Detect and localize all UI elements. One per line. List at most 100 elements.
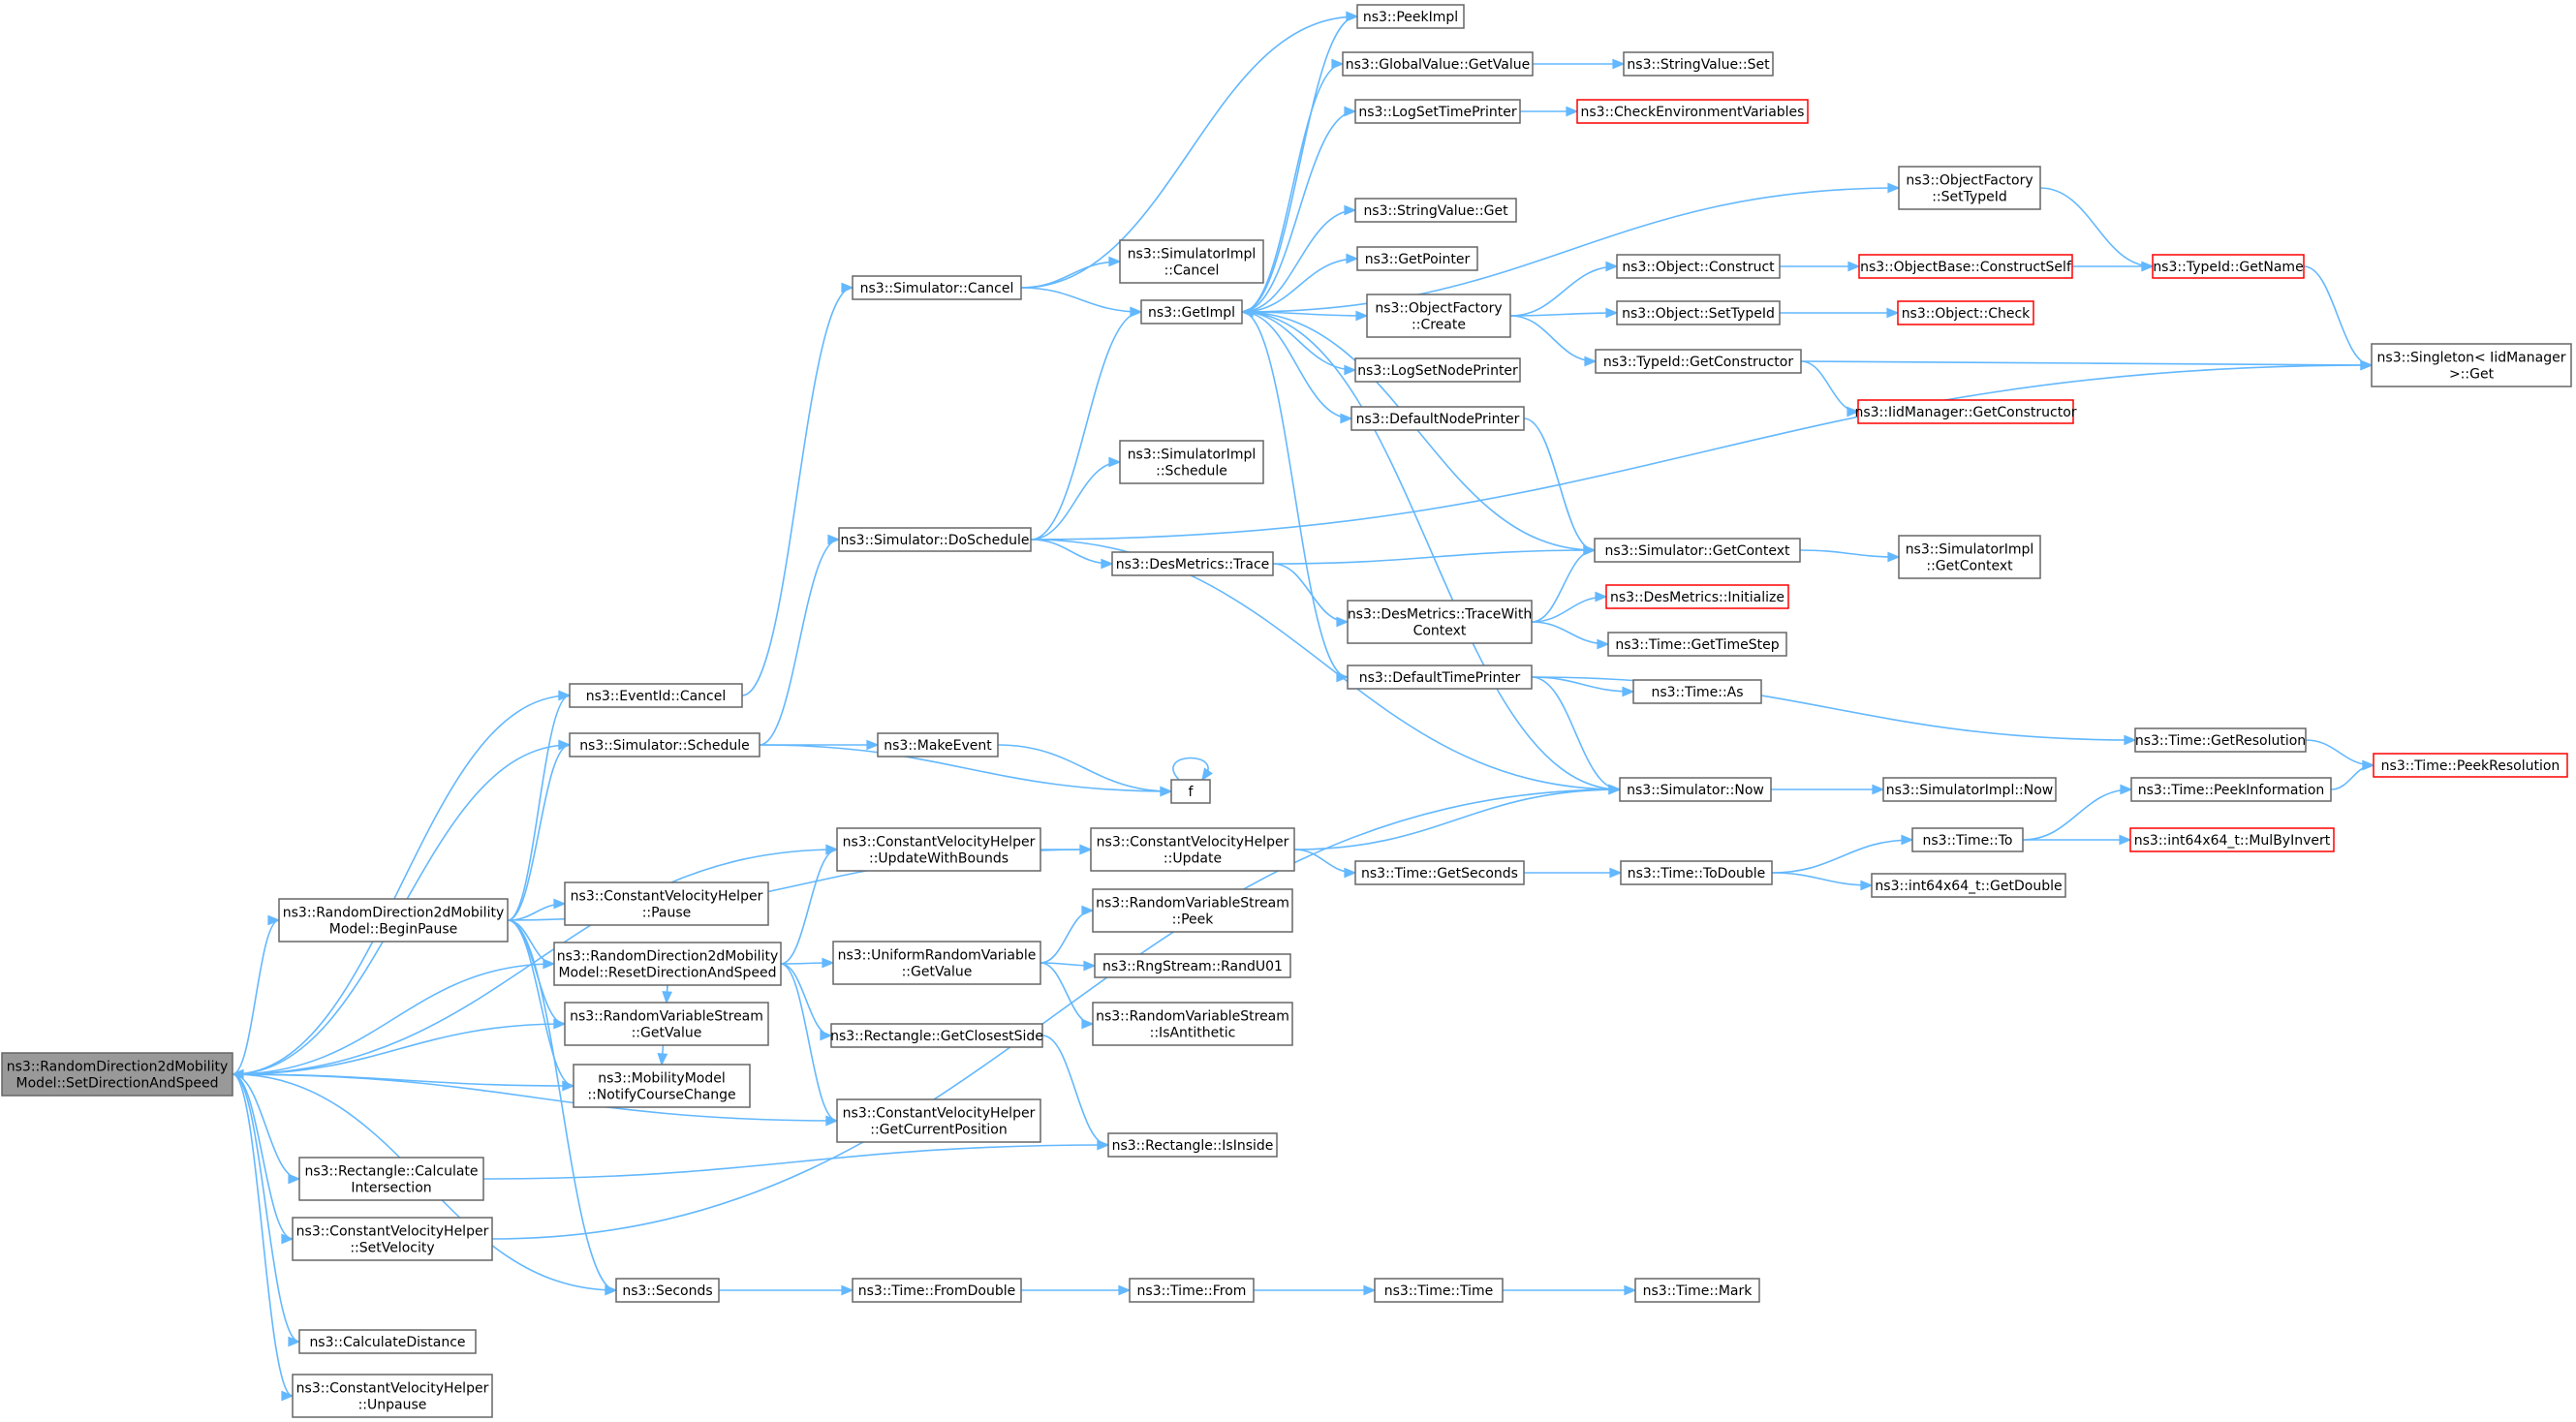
- node-cvhUpdate[interactable]: ns3::ConstantVelocityHelper::Update: [1090, 827, 1295, 872]
- edge-beginPause-to-cvhPause: [507, 898, 567, 921]
- node-rngRandU01[interactable]: ns3::RngStream::RandU01: [1094, 953, 1291, 978]
- node-getImpl[interactable]: ns3::GetImpl: [1140, 299, 1243, 325]
- node-checkEnv[interactable]: ns3::CheckEnvironmentVariables: [1576, 99, 1809, 124]
- node-box: [1594, 538, 1801, 563]
- node-label: Intersection: [351, 1181, 431, 1196]
- node-timeTo[interactable]: ns3::Time::To: [1911, 827, 2024, 852]
- edge-timePeekInfo-to-timePeekRes: [2330, 759, 2375, 790]
- node-simCancel[interactable]: ns3::Simulator::Cancel: [852, 275, 1022, 300]
- node-simNow[interactable]: ns3::Simulator::Now: [1619, 777, 1772, 802]
- node-box: [1632, 679, 1762, 704]
- node-box: [298, 1329, 477, 1354]
- edge-urvGetValue-to-rngRandU01: [1040, 960, 1097, 972]
- node-label: ns3::RandomVariableStream: [1096, 896, 1289, 912]
- node-label: ns3::GetImpl: [1148, 305, 1235, 321]
- node-timeMark[interactable]: ns3::Time::Mark: [1634, 1278, 1760, 1303]
- node-f[interactable]: f: [1170, 779, 1211, 804]
- node-getPointer[interactable]: ns3::GetPointer: [1356, 246, 1478, 271]
- node-simImplSchedule[interactable]: ns3::SimulatorImpl::Schedule: [1119, 440, 1264, 484]
- node-rectIsInside[interactable]: ns3::Rectangle::IsInside: [1107, 1132, 1278, 1158]
- node-label: ns3::Object::SetTypeId: [1622, 306, 1775, 322]
- node-ofSetTypeId[interactable]: ns3::ObjectFactory::SetTypeId: [1898, 166, 2041, 210]
- node-box: [1857, 399, 2074, 424]
- node-rectGetClosestSide[interactable]: ns3::Rectangle::GetClosestSide: [830, 1023, 1043, 1048]
- node-peekImpl[interactable]: ns3::PeekImpl: [1356, 4, 1465, 29]
- node-makeEvent[interactable]: ns3::MakeEvent: [877, 732, 999, 757]
- node-rvsPeek[interactable]: ns3::RandomVariableStream::Peek: [1092, 888, 1293, 933]
- node-typeGetCtor[interactable]: ns3::TypeId::GetConstructor: [1595, 349, 1802, 374]
- node-box: [1871, 873, 2066, 898]
- node-label: ns3::Time::Mark: [1643, 1283, 1754, 1299]
- node-simDoSchedule[interactable]: ns3::Simulator::DoSchedule: [838, 527, 1032, 552]
- node-box: [1634, 1278, 1760, 1303]
- node-timeGetTimeStep[interactable]: ns3::Time::GetTimeStep: [1607, 632, 1787, 657]
- node-box: [1090, 827, 1295, 872]
- node-iidGetCtor[interactable]: ns3::IidManager::GetConstructor: [1854, 399, 2077, 424]
- node-box: [2129, 827, 2335, 852]
- node-label: ns3::Time::Time: [1384, 1283, 1493, 1299]
- node-eventCancel[interactable]: ns3::EventId::Cancel: [569, 683, 743, 708]
- node-simImplCancel[interactable]: ns3::SimulatorImpl::Cancel: [1119, 239, 1264, 284]
- node-timeGetResolution[interactable]: ns3::Time::GetResolution: [2134, 727, 2307, 753]
- node-simImplGetContext[interactable]: ns3::SimulatorImpl::GetContext: [1898, 535, 2041, 579]
- node-objConstruct[interactable]: ns3::Object::Construct: [1616, 254, 1781, 279]
- node-objCheck[interactable]: ns3::Object::Check: [1897, 300, 2034, 325]
- node-i64MulByInvert[interactable]: ns3::int64x64_t::MulByInvert: [2129, 827, 2335, 852]
- node-box: [1620, 860, 1773, 885]
- node-calcDistance[interactable]: ns3::CalculateDistance: [298, 1329, 477, 1354]
- node-root[interactable]: ns3::RandomDirection2dMobilityModel::Set…: [1, 1052, 233, 1097]
- node-singletonGet[interactable]: ns3::Singleton< IidManager >::Get: [2371, 343, 2572, 387]
- node-timePeekInfo[interactable]: ns3::Time::PeekInformation: [2130, 777, 2332, 802]
- node-rvsIsAnti[interactable]: ns3::RandomVariableStream::IsAntithetic: [1092, 1002, 1293, 1046]
- node-label: ns3::Rectangle::IsInside: [1112, 1138, 1274, 1154]
- node-objSetTypeId[interactable]: ns3::Object::SetTypeId: [1616, 300, 1781, 325]
- node-timeFromDouble[interactable]: ns3::Time::FromDouble: [852, 1278, 1022, 1303]
- node-timeGetSeconds[interactable]: ns3::Time::GetSeconds: [1354, 860, 1525, 885]
- node-timeAs[interactable]: ns3::Time::As: [1632, 679, 1762, 704]
- node-label: ::Cancel: [1164, 263, 1220, 279]
- node-label: >::Get: [2449, 367, 2495, 383]
- node-cvhUpdateWithBounds[interactable]: ns3::ConstantVelocityHelper::UpdateWithB…: [836, 827, 1041, 872]
- node-urvGetValue[interactable]: ns3::UniformRandomVariable::GetValue: [832, 941, 1041, 985]
- node-svSet[interactable]: ns3::StringValue::Set: [1623, 51, 1774, 77]
- node-seconds[interactable]: ns3::Seconds: [615, 1278, 720, 1303]
- node-typeGetName[interactable]: ns3::TypeId::GetName: [2152, 254, 2305, 279]
- node-box: [1354, 99, 1521, 124]
- node-cvhPause[interactable]: ns3::ConstantVelocityHelper::Pause: [564, 881, 769, 926]
- node-box: [1092, 888, 1293, 933]
- node-rvsGetValue[interactable]: ns3::RandomVariableStream::GetValue: [564, 1002, 769, 1046]
- node-label: Model::BeginPause: [329, 922, 458, 938]
- node-label: ns3::ConstantVelocityHelper: [843, 1106, 1036, 1122]
- node-logSetTime[interactable]: ns3::LogSetTimePrinter: [1354, 99, 1521, 124]
- edge-desTrace-to-desTraceWith: [1272, 563, 1350, 628]
- node-logSetNode[interactable]: ns3::LogSetNodePrinter: [1354, 357, 1521, 383]
- node-cvhUnpause[interactable]: ns3::ConstantVelocityHelper::Unpause: [292, 1374, 493, 1418]
- node-cvhSetVelocity[interactable]: ns3::ConstantVelocityHelper::SetVelocity: [292, 1217, 493, 1261]
- node-i64GetDouble[interactable]: ns3::int64x64_t::GetDouble: [1871, 873, 2066, 898]
- node-timeTime[interactable]: ns3::Time::Time: [1374, 1278, 1504, 1303]
- node-schedule[interactable]: ns3::Simulator::Schedule: [569, 732, 760, 757]
- node-label: ns3::CheckEnvironmentVariables: [1581, 105, 1805, 120]
- node-gvGetValue[interactable]: ns3::GlobalValue::GetValue: [1342, 51, 1534, 77]
- node-desInit[interactable]: ns3::DesMetrics::Initialize: [1605, 584, 1789, 609]
- node-desTrace[interactable]: ns3::DesMetrics::Trace: [1111, 551, 1274, 576]
- node-resetDir[interactable]: ns3::RandomDirection2dMobilityModel::Res…: [553, 942, 782, 986]
- node-defTimePrinter[interactable]: ns3::DefaultTimePrinter: [1347, 665, 1533, 690]
- node-cvhGetCurrentPos[interactable]: ns3::ConstantVelocityHelper::GetCurrentP…: [836, 1098, 1041, 1143]
- node-beginPause[interactable]: ns3::RandomDirection2dMobilityModel::Beg…: [278, 898, 509, 943]
- node-notifyCourse[interactable]: ns3::MobilityModel::NotifyCourseChange: [573, 1064, 751, 1108]
- node-ofCreate[interactable]: ns3::ObjectFactory::Create: [1366, 294, 1511, 338]
- node-timePeekRes[interactable]: ns3::Time::PeekResolution: [2373, 753, 2568, 778]
- node-defNodePrinter[interactable]: ns3::DefaultNodePrinter: [1350, 406, 1525, 431]
- node-simImplNow[interactable]: ns3::SimulatorImpl::Now: [1882, 777, 2057, 802]
- edge-getImpl-to-ofSetTypeId: [1241, 182, 1901, 313]
- edge-beginPause-to-schedule: [507, 739, 572, 921]
- node-timeToDouble[interactable]: ns3::Time::ToDouble: [1620, 860, 1773, 885]
- node-timeFrom[interactable]: ns3::Time::From: [1129, 1278, 1255, 1303]
- node-simGetContext[interactable]: ns3::Simulator::GetContext: [1594, 538, 1801, 563]
- node-svGet[interactable]: ns3::StringValue::Get: [1354, 198, 1517, 223]
- node-objBaseCtorSelf[interactable]: ns3::ObjectBase::ConstructSelf: [1858, 254, 2073, 279]
- edge-timeFromDouble-to-timeFrom: [1020, 1284, 1132, 1296]
